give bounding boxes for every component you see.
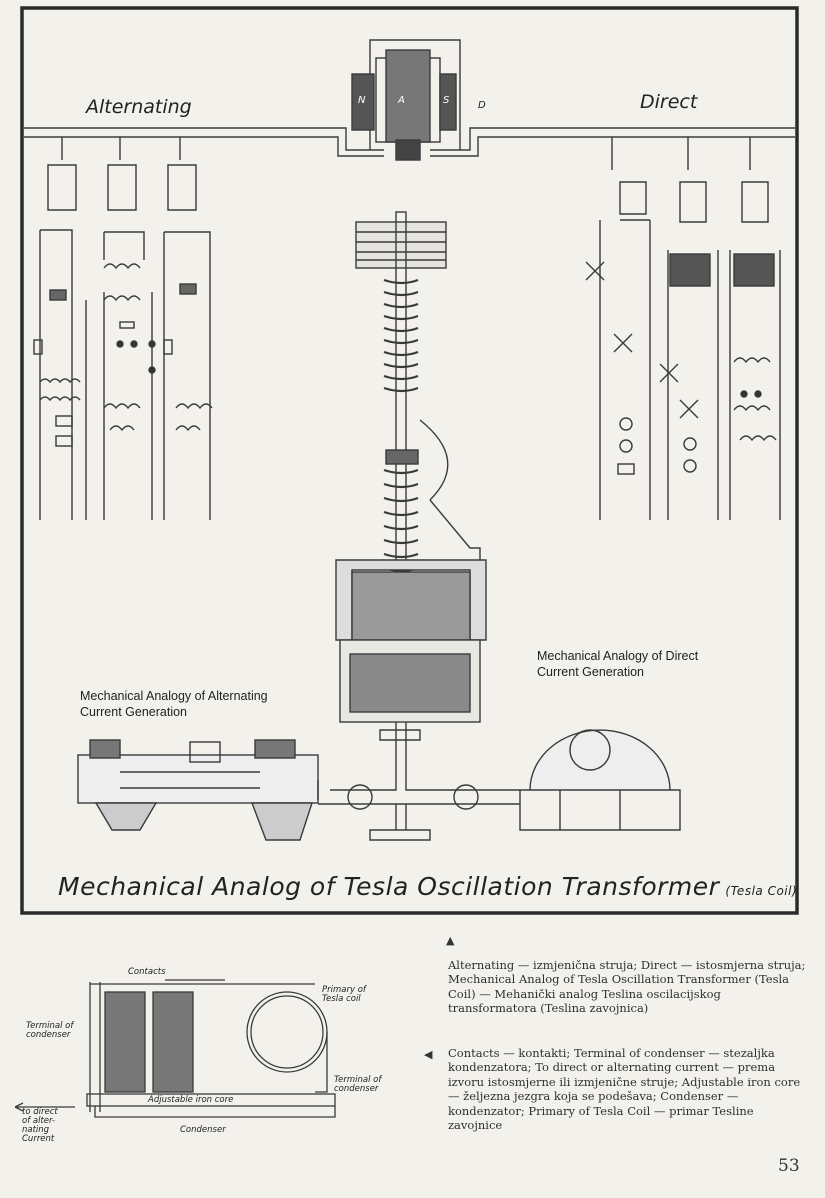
label-condenser: Condenser (180, 1125, 226, 1135)
tesla-coil-mechanical-diagram (20, 6, 799, 915)
label-direct: Direct (640, 91, 698, 113)
up-arrow-icon: ▲ (446, 934, 455, 947)
label-to-current: to direct of alter- nating Current (22, 1107, 58, 1144)
label-terminal-left: Terminal of condenser (26, 1021, 74, 1040)
ac-generator-machine (77, 739, 319, 841)
ac-bus-line (24, 127, 384, 151)
central-spring-assembly (318, 211, 520, 841)
label-ac-generation: Mechanical Analogy of Alternating Curren… (80, 689, 268, 719)
caption-translation-main: Alternating — izmjenična struja; Direct … (448, 958, 806, 1016)
motor-generator (351, 49, 457, 161)
label-iron-core: Adjustable iron core (148, 1095, 234, 1105)
caption-translation-small: Contacts — kontakti; Terminal of condens… (448, 1046, 801, 1133)
label-terminal-right: Terminal of condenser (334, 1075, 382, 1094)
diagram-title-text: Mechanical Analog of Tesla Oscillation T… (58, 872, 720, 901)
ac-circuit-branches (33, 137, 213, 520)
page-number: 53 (778, 1156, 800, 1176)
dc-generator-machine (519, 729, 681, 831)
motor-letter-a: A (398, 95, 405, 106)
motor-letter-n: N (358, 95, 366, 106)
label-contacts: Contacts (128, 967, 166, 977)
motor-letter-d: D (478, 100, 486, 111)
motor-letter-s: S (443, 95, 450, 106)
diagram-frame (20, 6, 799, 915)
diagram-title: Mechanical Analog of Tesla Oscillation T… (58, 872, 797, 901)
label-primary-coil: Primary of Tesla coil (322, 985, 366, 1004)
label-alternating: Alternating (86, 96, 192, 118)
diagram-title-note: (Tesla Coil) (725, 884, 798, 898)
small-coil-diagram (15, 979, 336, 1118)
label-dc-generation: Mechanical Analogy of Direct Current Gen… (537, 649, 699, 679)
dc-circuit-branches (585, 137, 781, 520)
left-arrow-icon: ◀ (424, 1048, 433, 1061)
